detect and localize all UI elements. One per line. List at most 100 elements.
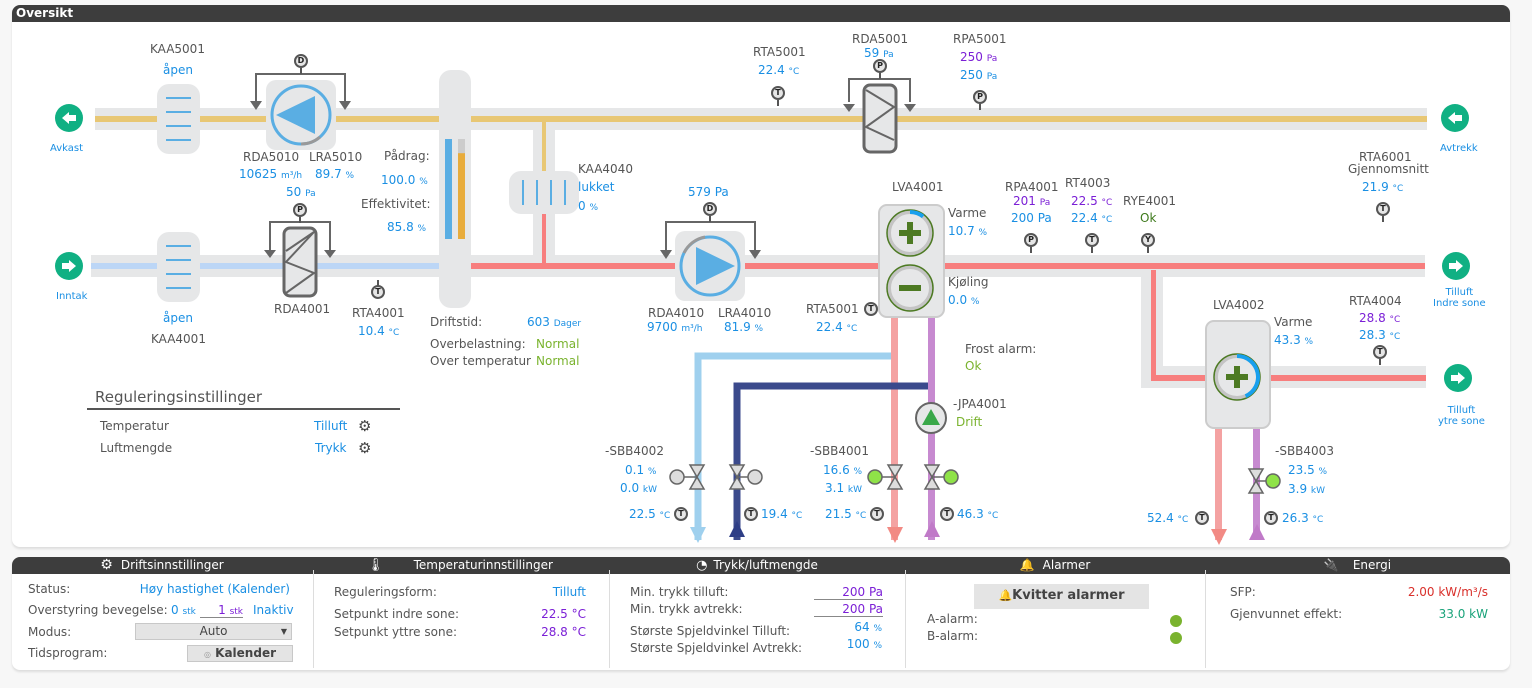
valve-sbb4003[interactable]	[1247, 468, 1281, 494]
valve-sbb4002-supply[interactable]	[669, 464, 706, 490]
regulering-temperatur-value[interactable]: Tilluft	[314, 419, 348, 433]
temp-section-title: 🌡Temperaturinnstillinger	[367, 558, 553, 573]
damper-kaa4001[interactable]	[157, 232, 200, 302]
lra4010-speed: 81.9 %	[724, 320, 764, 334]
valve-sbb4002-return[interactable]	[728, 464, 763, 490]
kaa4040-state: lukket	[578, 180, 615, 194]
sbb4002-out-gauge-icon[interactable]: T	[674, 507, 688, 521]
inntak-endpoint-icon[interactable]	[55, 252, 83, 280]
filter-rda5001[interactable]	[843, 78, 916, 154]
rta4001-gauge-icon[interactable]: T	[371, 285, 385, 299]
sbb4001-in-gauge-icon[interactable]: T	[940, 507, 954, 521]
sbb4002-percent: 0.1 %	[625, 463, 657, 477]
setpunkt-indre-value[interactable]: 22.5 °C	[541, 607, 586, 621]
rda4001-gauge-icon[interactable]: P	[293, 203, 307, 217]
supply-fan-gauge-icon[interactable]: D	[703, 202, 717, 216]
kaa4040-value: 0 %	[578, 199, 599, 213]
valve-sbb4001-supply[interactable]	[867, 464, 904, 490]
gauge-stem	[300, 68, 302, 74]
energi-section-title: 🔌Energi	[1323, 558, 1392, 572]
rta5001-top-name: RTA5001	[753, 45, 806, 59]
rpa4001-gauge-icon[interactable]: P	[1024, 233, 1038, 247]
coil-lva4001[interactable]	[878, 204, 945, 318]
coil-lva4002[interactable]	[1205, 320, 1271, 429]
reguleringsform-label: Reguleringsform:	[334, 585, 437, 599]
valve-sbb4001-return[interactable]	[923, 464, 959, 490]
temperatur-gear-icon[interactable]: ⚙	[358, 417, 372, 435]
rt4003-setpoint: 22.5 °C	[1071, 194, 1113, 208]
gjenvunnet-label: Gjenvunnet effekt:	[1230, 607, 1343, 621]
min-trykk-tilluft-input[interactable]: 200 Pa	[814, 585, 883, 600]
lva4001-kjoling-value: 0.0 %	[948, 293, 980, 307]
min-trykk-avtrekk-input[interactable]: 200 Pa	[814, 602, 883, 617]
rta5001-mid-gauge-icon[interactable]: T	[864, 302, 878, 316]
sbb4003-out-gauge-icon[interactable]: T	[1195, 511, 1209, 525]
rpa5001-gauge-icon[interactable]: P	[973, 90, 987, 104]
filter-rda4001[interactable]	[264, 221, 336, 298]
sbb4003-power: 3.9 kW	[1288, 482, 1326, 496]
rye4001-value: Ok	[1140, 211, 1157, 225]
kalender-button[interactable]: ◎ Kalender	[187, 645, 293, 662]
sbb4002-in-gauge-icon[interactable]: T	[744, 507, 758, 521]
gear-icon: ⚙	[100, 557, 113, 573]
intake-line	[91, 263, 441, 269]
setpunkt-yttre-value[interactable]: 28.8 °C	[541, 625, 586, 639]
modus-label: Modus:	[28, 625, 72, 639]
exhaust-fan-rda5010[interactable]	[250, 73, 351, 150]
damper-kaa5001[interactable]	[157, 84, 200, 154]
gauge-stem	[1091, 247, 1093, 253]
rta4004-name: RTA4004	[1349, 294, 1402, 308]
luftmengde-gear-icon[interactable]: ⚙	[358, 439, 372, 457]
rt4003-gauge-icon[interactable]: T	[1085, 233, 1099, 247]
gauge-stem	[1030, 247, 1032, 253]
rta4004-value: 28.3 °C	[1359, 328, 1401, 342]
sbb4001-out-gauge-icon[interactable]: T	[870, 507, 884, 521]
supply-fan-rda4010[interactable]	[660, 221, 761, 301]
spjeld-avtrekk-value: 100 %	[846, 637, 882, 651]
b-alarm-status-dot	[1170, 632, 1182, 644]
overstyring-input[interactable]: 1 stk	[200, 603, 243, 618]
rta6001-gauge-icon[interactable]: T	[1376, 202, 1390, 216]
setpunkt-indre-label: Setpunkt indre sone:	[334, 607, 460, 621]
sfp-label: SFP:	[1230, 585, 1256, 599]
exhaust-fan-gauge-icon[interactable]: D	[294, 54, 308, 68]
rda5001-name: RDA5001	[852, 32, 909, 46]
lra5010-name: LRA5010	[309, 150, 363, 164]
exhaust-line	[95, 116, 1427, 122]
rta5001-mid-name: RTA5001	[806, 302, 859, 316]
damper-kaa4040[interactable]	[509, 171, 579, 214]
overbelastning-label: Overbelastning:	[430, 337, 526, 351]
rta4004-gauge-icon[interactable]: T	[1373, 345, 1387, 359]
gauge-stem	[299, 217, 301, 223]
frost-alarm-label: Frost alarm:	[965, 342, 1037, 356]
kaa4040-name: KAA4040	[578, 162, 633, 176]
kvitter-alarmer-button[interactable]: 🔔Kvitter alarmer	[974, 584, 1149, 609]
pump-jpa4001[interactable]	[915, 402, 947, 434]
modus-select[interactable]: Auto ▼	[135, 623, 292, 640]
tilluft-ytre-label-2: ytre sone	[1438, 416, 1485, 427]
tilluft-indre-label-1: Tilluft	[1445, 287, 1474, 298]
branch-line-h	[1151, 375, 1426, 381]
rda5001-gauge-icon[interactable]: P	[873, 59, 887, 73]
rta5001-top-gauge-icon[interactable]: T	[771, 86, 785, 100]
clock-icon: ◎	[203, 650, 211, 659]
regulering-luftmengde-value[interactable]: Trykk	[315, 441, 347, 455]
sbb4003-in-gauge-icon[interactable]: T	[1264, 511, 1278, 525]
gauge-stem	[879, 73, 881, 79]
overstyring-state: Inaktiv	[253, 603, 294, 617]
tidsprogram-label: Tidsprogram:	[28, 646, 108, 660]
jpa4001-state: Drift	[956, 415, 983, 429]
regulering-title: Reguleringsinstillinger	[95, 388, 263, 406]
padrag-bar	[445, 139, 452, 239]
settings-panel: ⚙Driftsinnstillinger 🌡Temperaturinnstill…	[12, 557, 1510, 670]
rt4003-value: 22.4 °C	[1071, 211, 1113, 225]
avtrekk-endpoint-icon[interactable]	[1441, 104, 1469, 132]
tilluft-ytre-endpoint-icon[interactable]	[1444, 364, 1472, 392]
rye4001-gauge-icon[interactable]: Y	[1141, 233, 1155, 247]
avkast-endpoint-icon[interactable]	[55, 104, 83, 132]
tilluft-indre-endpoint-icon[interactable]	[1442, 252, 1470, 280]
flow-arrow-cool-out	[690, 527, 706, 543]
kaa5001-name: KAA5001	[150, 42, 205, 56]
regulering-temperatur-label: Temperatur	[100, 419, 169, 433]
rpa4001-setpoint: 201 Pa	[1013, 194, 1051, 208]
